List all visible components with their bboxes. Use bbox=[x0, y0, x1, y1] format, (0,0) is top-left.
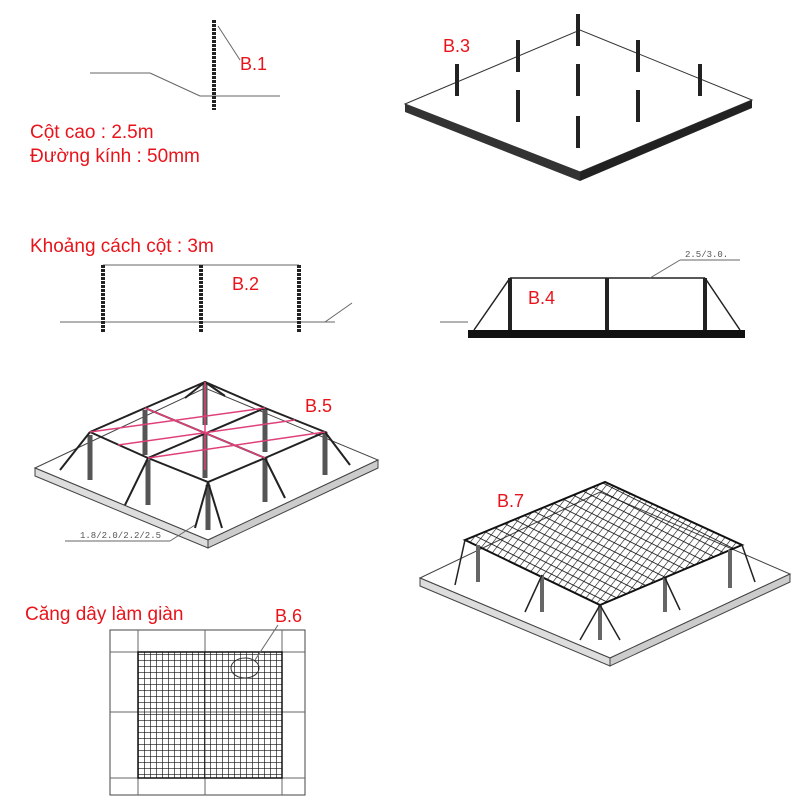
pole-diameter-note: Đường kính : 50mm bbox=[30, 146, 200, 167]
figure-b1-single-pole: B.1 bbox=[90, 20, 280, 110]
pole-height-note: Cột cao : 2.5m bbox=[30, 122, 154, 143]
label-b6: B.6 bbox=[275, 606, 302, 626]
figure-b5-frame: 1.8/2.0/2.2/2.5 B.5 bbox=[33, 380, 380, 549]
figure-b7-netted-frame: B.7 bbox=[418, 480, 792, 667]
label-b2: B.2 bbox=[232, 274, 259, 294]
label-b5: B.5 bbox=[305, 396, 332, 416]
label-b1: B.1 bbox=[240, 54, 267, 74]
b4-height-dimension: 2.5/3.0. bbox=[685, 250, 728, 260]
figure-b6-top-view-net: B.6 bbox=[109, 606, 306, 796]
label-b7: B.7 bbox=[497, 491, 524, 511]
figure-b3-pole-grid: B.3 bbox=[403, 14, 754, 181]
figure-b4-side-view: 2.5/3.0. B.4 bbox=[440, 250, 745, 338]
figure-b2-pole-spacing: B.2 bbox=[60, 264, 353, 333]
string-trellis-note: Căng dây làm giàn bbox=[25, 604, 183, 625]
label-b4: B.4 bbox=[528, 288, 555, 308]
b5-height-dimension: 1.8/2.0/2.2/2.5 bbox=[80, 531, 161, 541]
pole-spacing-note: Khoảng cách cột : 3m bbox=[30, 236, 214, 257]
label-b3: B.3 bbox=[443, 36, 470, 56]
